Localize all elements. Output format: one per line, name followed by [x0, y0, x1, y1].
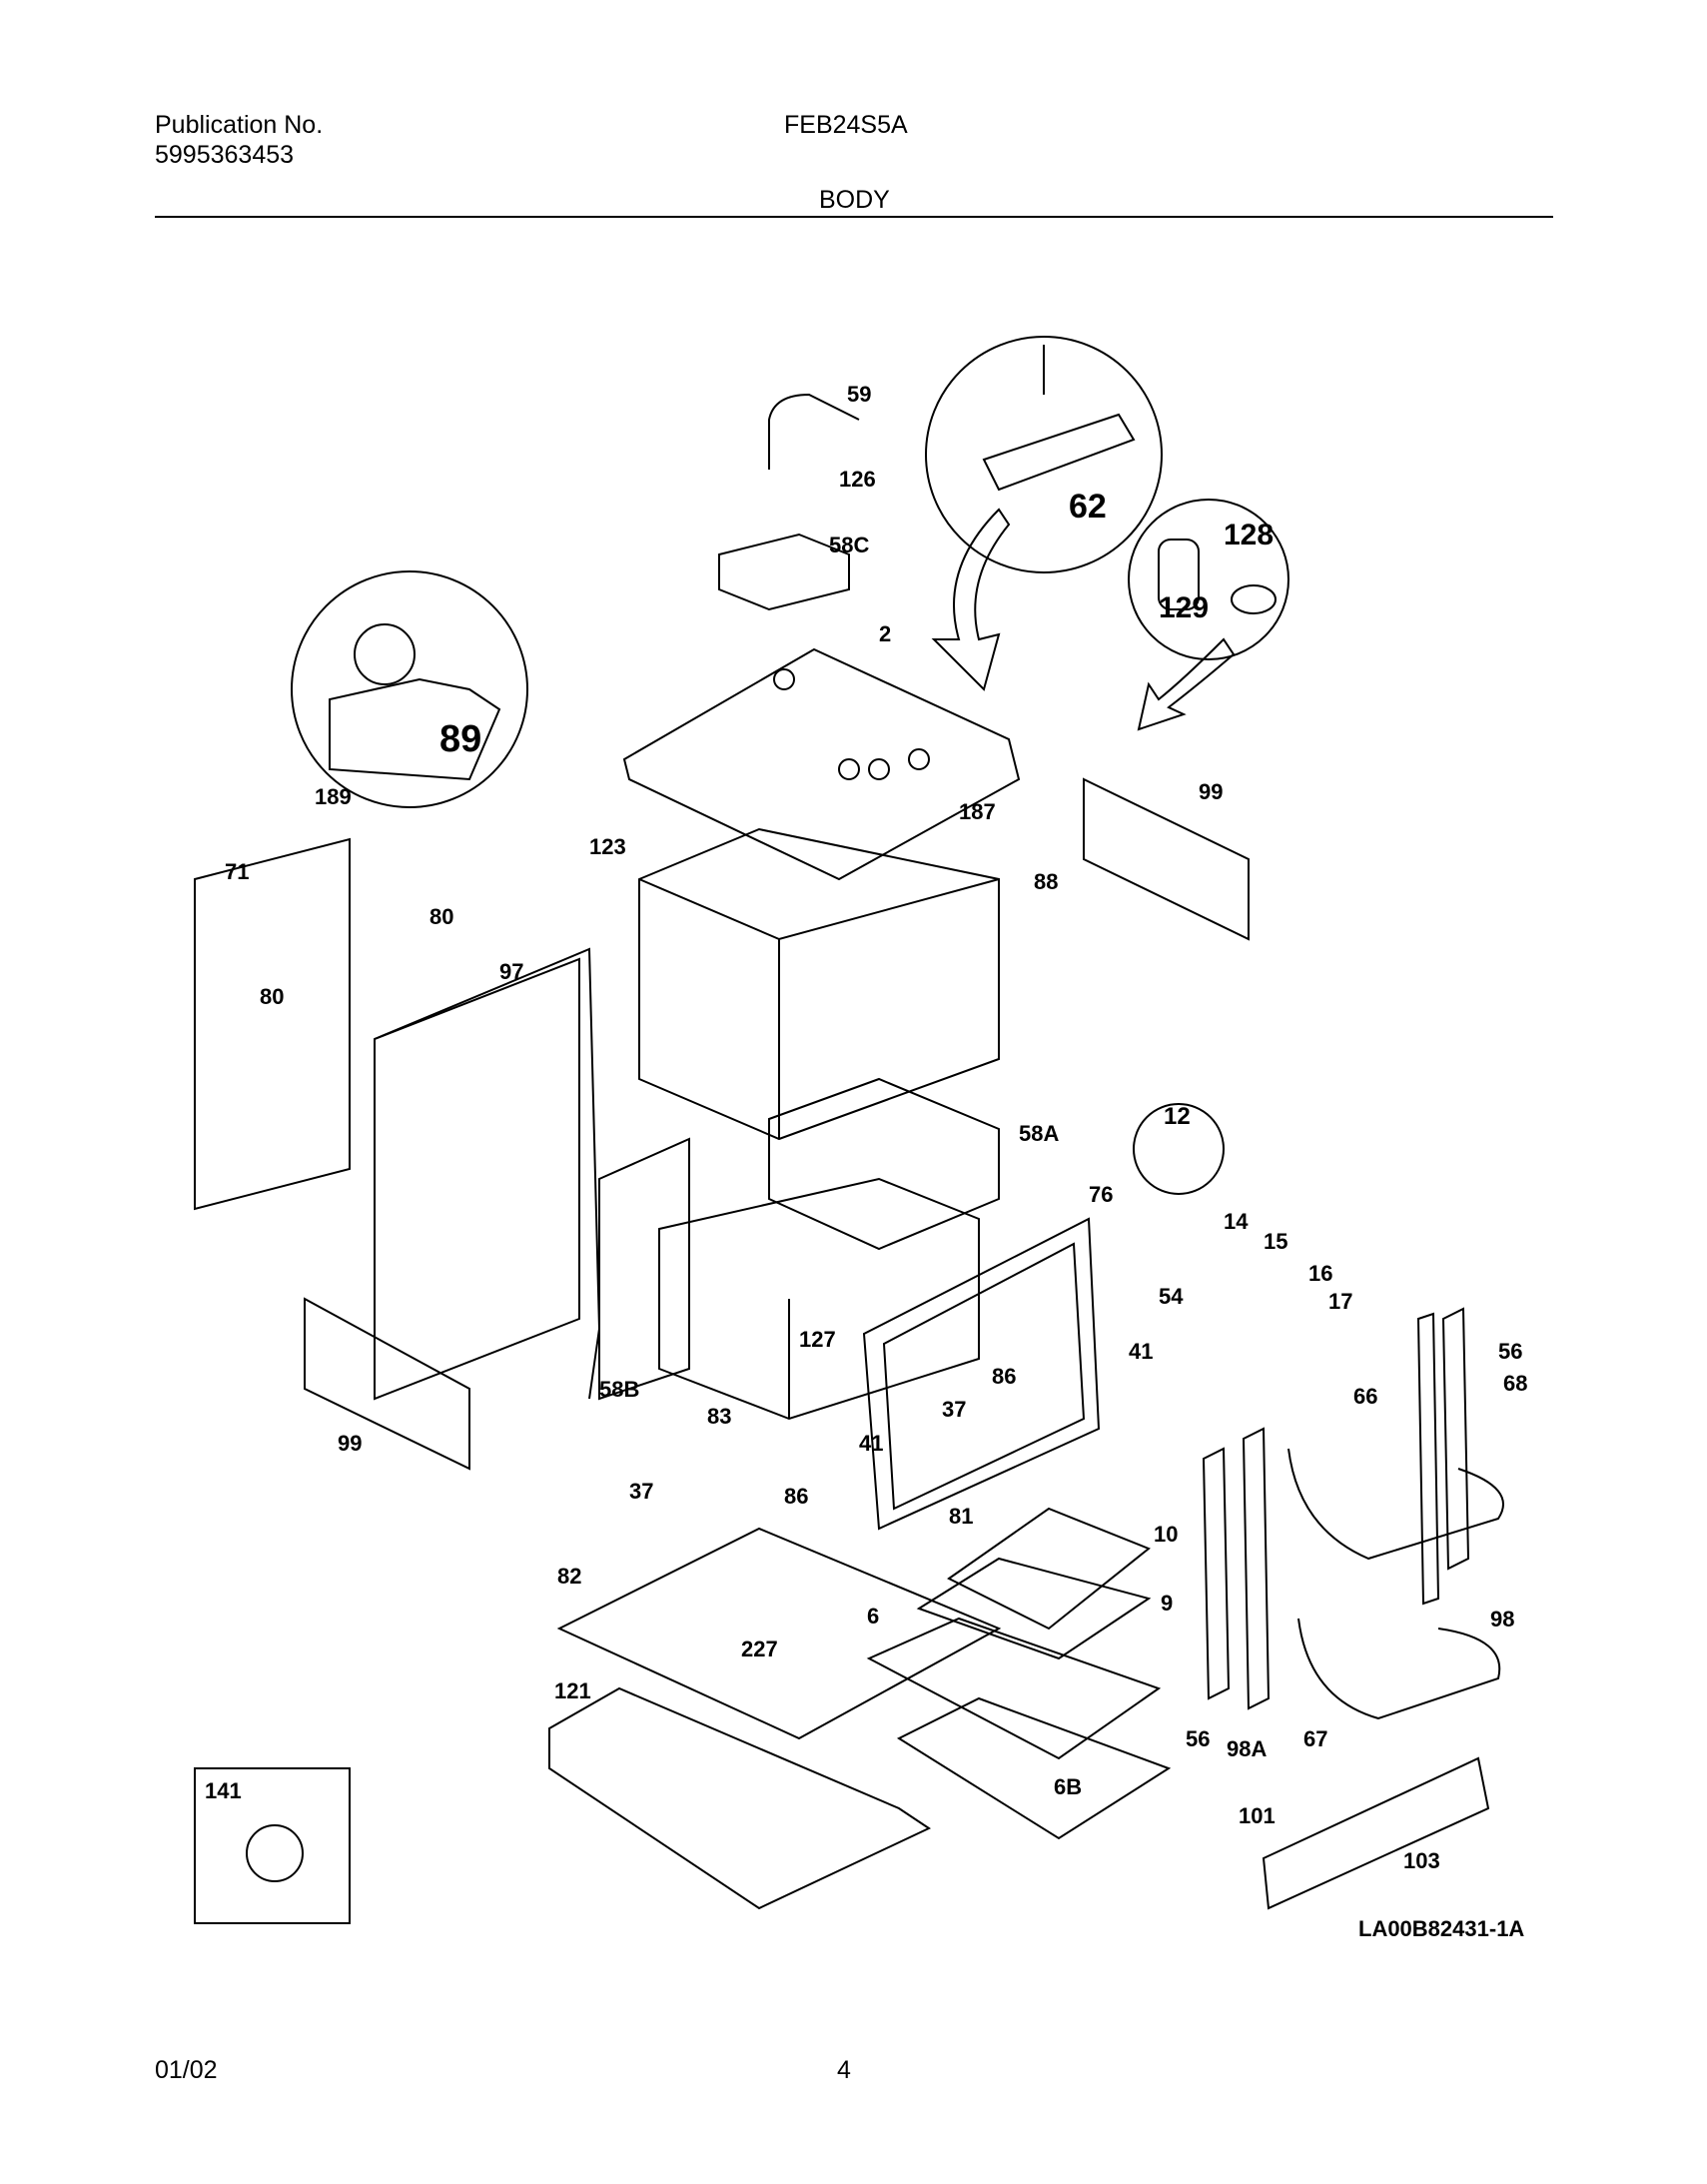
callout-label: 56 — [1498, 1339, 1522, 1364]
callout-label: 41 — [1129, 1339, 1153, 1364]
callout-label: 141 — [205, 1778, 242, 1803]
page-number: 4 — [837, 2056, 851, 2084]
callout-label: 98 — [1490, 1607, 1514, 1632]
detail-circle-62 — [925, 336, 1163, 573]
callout-label: 82 — [557, 1564, 581, 1589]
callout-label: 99 — [338, 1431, 362, 1456]
callout-label: 86 — [784, 1484, 808, 1509]
callout-label: 123 — [589, 834, 626, 859]
callout-label: 2 — [879, 621, 891, 646]
callout-label: 101 — [1239, 1803, 1276, 1828]
callout-label: 6 — [867, 1604, 879, 1629]
callout-label: 59 — [847, 382, 871, 407]
callout-label: 67 — [1303, 1726, 1327, 1751]
callout-label: 58C — [829, 533, 869, 557]
footer-date: 01/02 — [155, 2056, 218, 2084]
callout-labels: 59 126 58C 62 128 129 89 2 187 99 88 189… — [205, 382, 1527, 1873]
callout-label: 76 — [1089, 1182, 1113, 1207]
callout-label: 99 — [1199, 779, 1223, 804]
callout-label: 98A — [1227, 1736, 1267, 1761]
section-title: BODY — [819, 186, 890, 214]
callout-label: 86 — [992, 1364, 1016, 1389]
drawing-id: LA00B82431-1A — [1358, 1916, 1524, 1941]
callout-label: 80 — [260, 984, 284, 1009]
callout-label: 62 — [1069, 488, 1107, 526]
publication-number: 5995363453 — [155, 141, 295, 169]
callout-label: 66 — [1353, 1384, 1377, 1409]
callout-label: 126 — [839, 467, 876, 492]
callout-label: 68 — [1503, 1371, 1527, 1396]
detail-circle-12 — [1133, 1103, 1225, 1195]
callout-label: 189 — [315, 784, 352, 809]
callout-label: 12 — [1164, 1103, 1191, 1130]
callout-label: 37 — [942, 1397, 966, 1422]
diagram-line-art — [194, 336, 1504, 1924]
detail-circle-128-129 — [1128, 499, 1289, 660]
callout-label: 6B — [1054, 1774, 1082, 1799]
callout-label: 10 — [1154, 1522, 1178, 1547]
callout-label: 83 — [707, 1404, 731, 1429]
model-number: FEB24S5A — [784, 111, 908, 139]
callout-label: 187 — [959, 799, 996, 824]
callout-label: 128 — [1224, 519, 1274, 551]
callout-label: 9 — [1161, 1591, 1173, 1616]
header-rule — [155, 216, 1553, 218]
callout-label: 121 — [554, 1678, 591, 1703]
callout-label: 58A — [1019, 1121, 1059, 1146]
callout-label: 88 — [1034, 869, 1058, 894]
callout-label: 103 — [1403, 1848, 1440, 1873]
callout-label: 56 — [1186, 1726, 1210, 1751]
publication-label: Publication No. — [155, 111, 324, 139]
callout-label: 71 — [225, 859, 249, 884]
callout-label: 54 — [1159, 1284, 1184, 1309]
callout-label: 14 — [1224, 1209, 1249, 1234]
callout-label: 17 — [1328, 1289, 1352, 1314]
callout-label: 89 — [439, 718, 481, 760]
callout-label: 97 — [499, 959, 523, 984]
callout-label: 58B — [599, 1377, 639, 1402]
callout-label: 80 — [429, 904, 453, 929]
callout-label: 129 — [1159, 591, 1209, 624]
callout-label: 15 — [1264, 1229, 1287, 1254]
detail-circle-89 — [291, 570, 528, 808]
callout-label: 227 — [741, 1637, 778, 1661]
callout-label: 127 — [799, 1327, 836, 1352]
callout-label: 16 — [1308, 1261, 1332, 1286]
callout-label: 37 — [629, 1479, 653, 1504]
callout-label: 41 — [859, 1431, 883, 1456]
callout-label: 81 — [949, 1504, 973, 1529]
